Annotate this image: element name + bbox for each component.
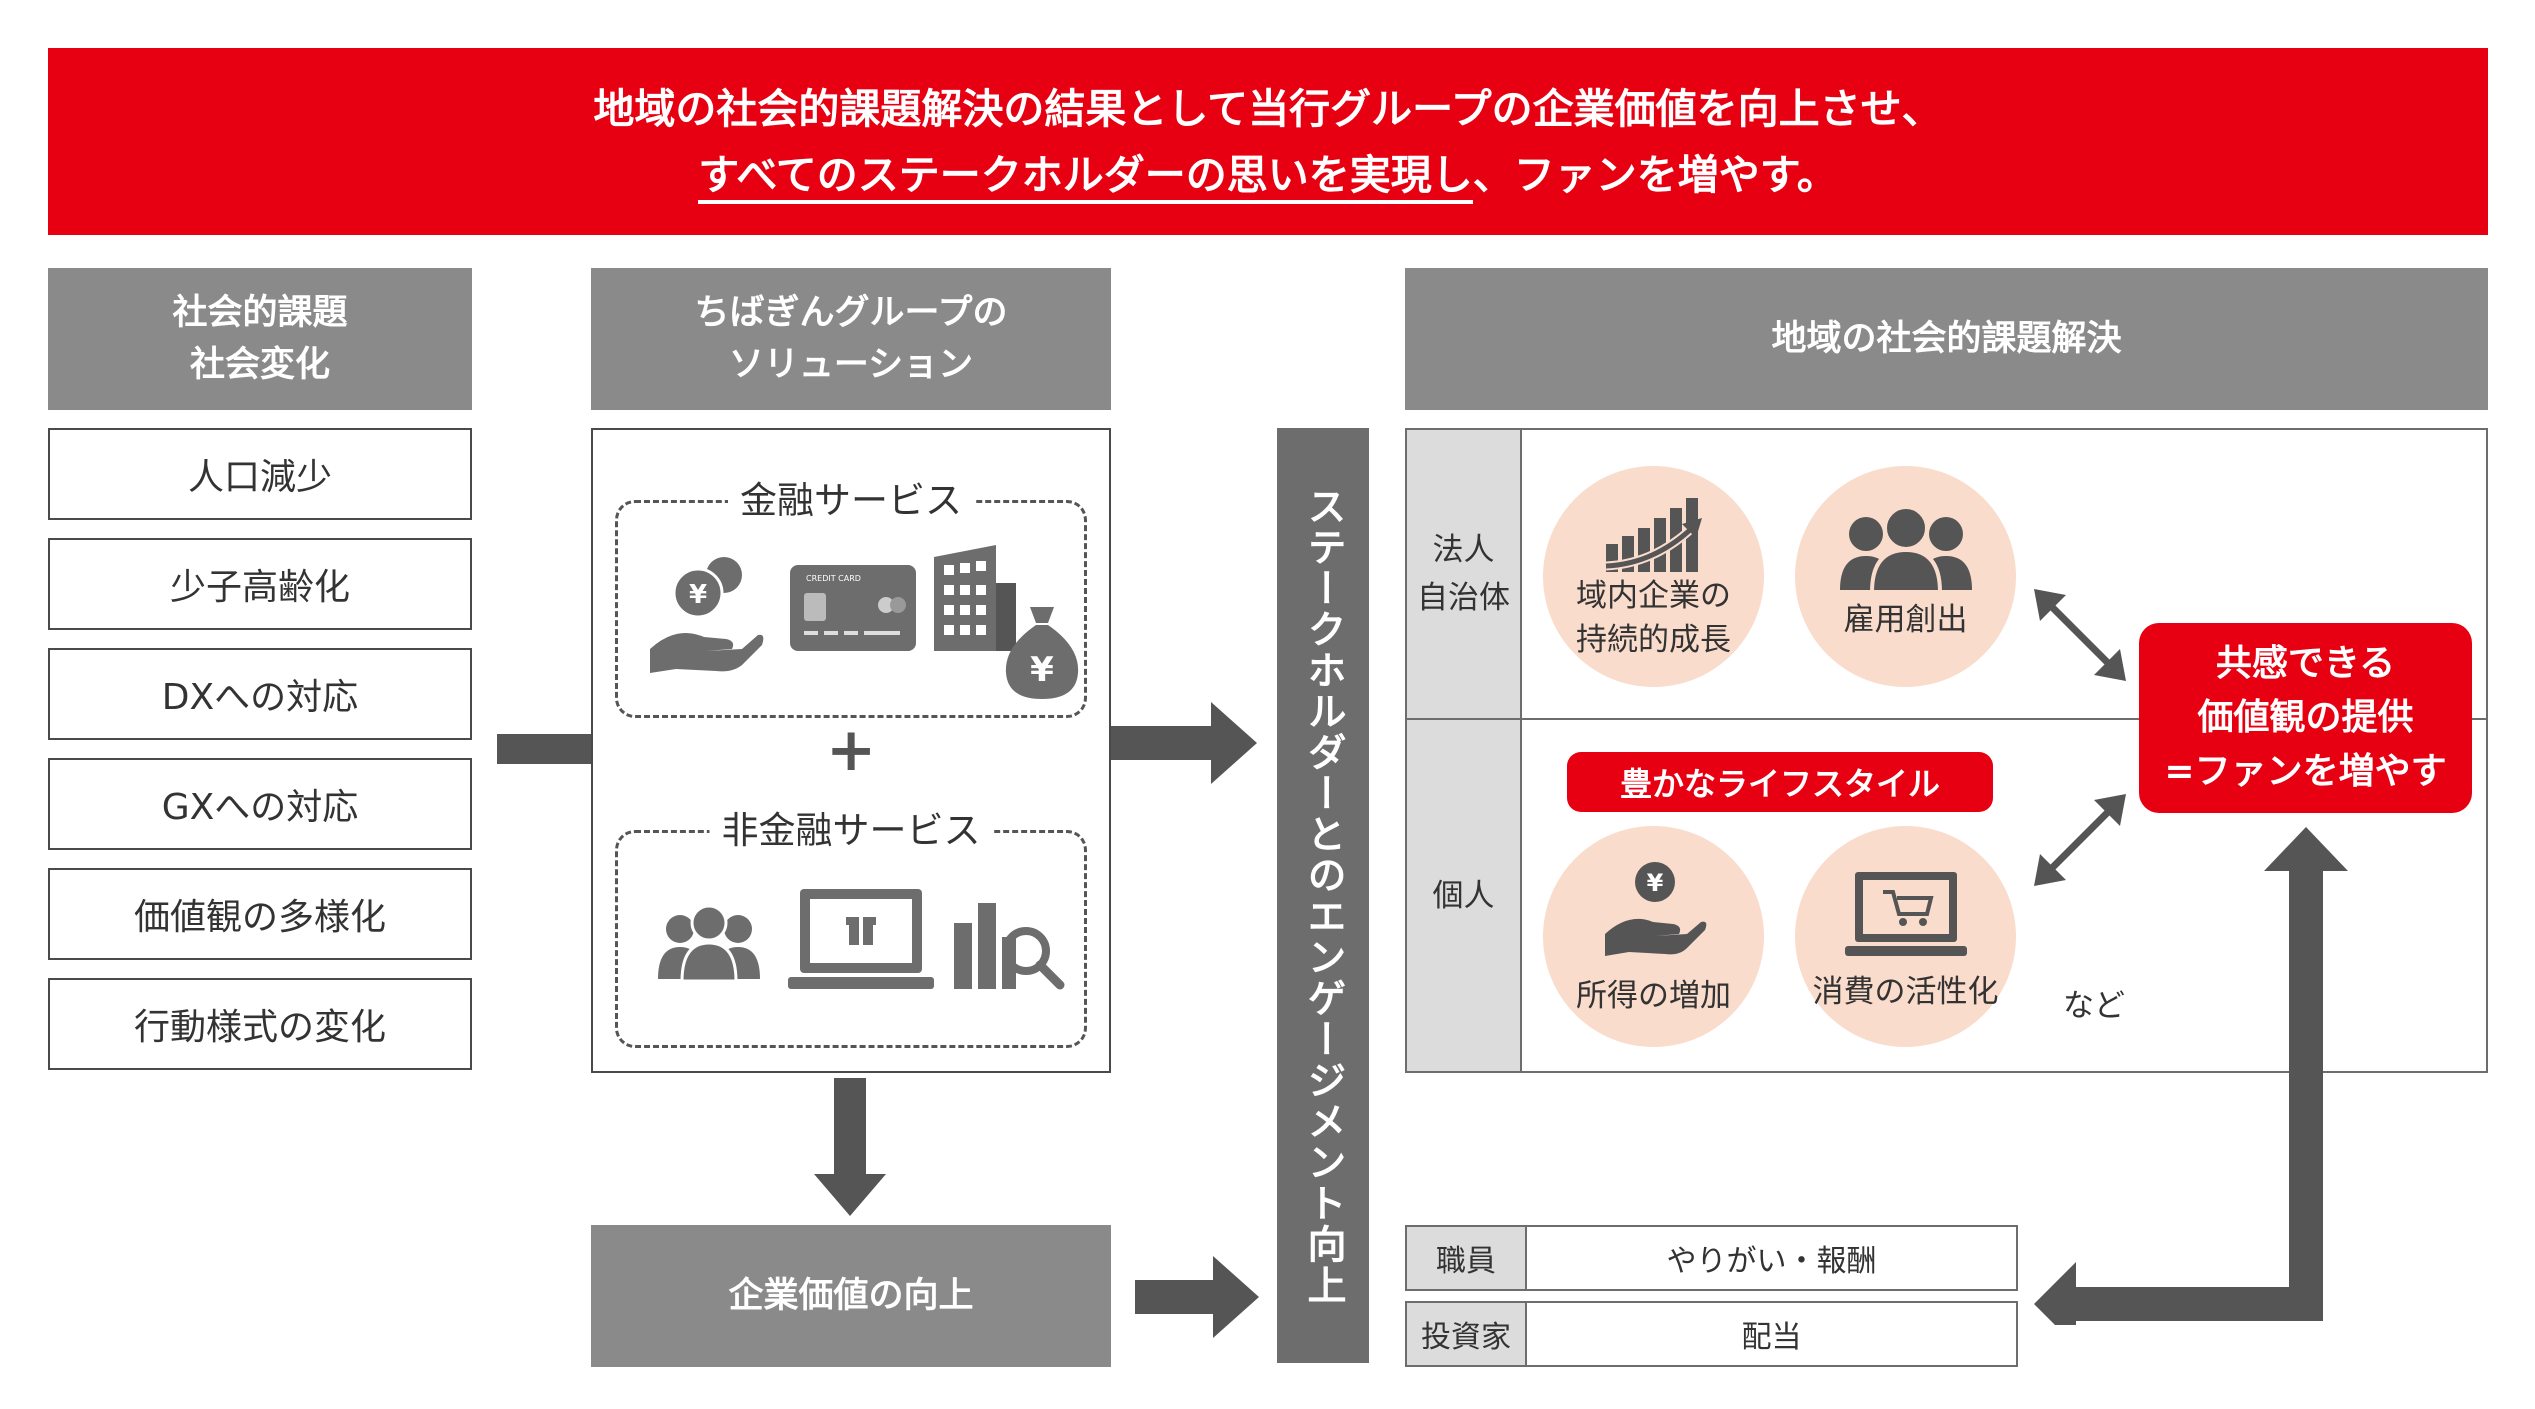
empathy-value-line-1: 共感できる xyxy=(2215,643,2396,684)
circle-job-creation: 雇用創出 xyxy=(1795,466,2016,687)
circle-income-increase-label: 所得の増加 xyxy=(1576,978,1731,1014)
solutions-box: 金融サービス ¥ CREDIT CARD xyxy=(591,428,1111,1073)
stakeholder-row-employees: 職員 やりがい・報酬 xyxy=(1405,1225,2018,1291)
etc-label: など xyxy=(2063,988,2125,1024)
yen-symbol: ¥ xyxy=(689,580,707,610)
stakeholder-label: 職員 xyxy=(1407,1227,1527,1289)
empathy-value-line-3: =ファンを増やす xyxy=(2164,751,2447,792)
row-divider xyxy=(1407,718,2486,720)
social-issues-header: 社会的課題 社会変化 xyxy=(48,268,472,410)
banner-line-2: すべてのステークホルダーの思いを実現し、ファンを増やす。 xyxy=(698,142,1838,208)
social-issues-header-line-2: 社会変化 xyxy=(189,345,330,385)
hand-yen-icon: ¥ xyxy=(1604,862,1706,956)
banner-line-2-rest: 、ファンを増やす。 xyxy=(1472,150,1838,199)
regional-solution-header-label: 地域の社会的課題解決 xyxy=(1771,319,2122,359)
circle-job-creation-label: 雇用創出 xyxy=(1843,602,1968,638)
social-issues-header-line-1: 社会的課題 xyxy=(172,293,348,333)
stakeholder-engagement-bar: ステークホルダーとのエンゲージメント向上 xyxy=(1277,428,1369,1363)
banner-line-2-underlined: すべてのステークホルダーの思いを実現し xyxy=(698,150,1473,204)
corporate-value-up-box: 企業価値の向上 xyxy=(591,1225,1111,1367)
issue-item: GXへの対応 xyxy=(48,758,472,850)
issue-item: 行動様式の変化 xyxy=(48,978,472,1070)
row-label-corporate: 法人 自治体 xyxy=(1407,430,1522,718)
stakeholder-label: 投資家 xyxy=(1407,1303,1527,1365)
row-label-individual-text: 個人 xyxy=(1432,877,1495,914)
double-arrow-upper xyxy=(2034,589,2126,681)
return-arrow xyxy=(2034,827,2348,1325)
circle-sustainable-growth-line-2: 持続的成長 xyxy=(1576,622,1731,658)
regional-solution-header: 地域の社会的課題解決 xyxy=(1405,268,2488,410)
stakeholder-value: 配当 xyxy=(1741,1320,1802,1355)
stakeholder-value: やりがい・報酬 xyxy=(1666,1244,1877,1279)
empathy-value-box: 共感できる 価値観の提供 =ファンを増やす xyxy=(2139,623,2472,813)
stakeholder-row-investors: 投資家 配当 xyxy=(1405,1301,2018,1367)
circle-consumption-boost-label: 消費の活性化 xyxy=(1812,974,1999,1010)
circle-consumption-boost: 消費の活性化 xyxy=(1795,826,2016,1047)
arrow-value-to-engagement xyxy=(1135,1256,1259,1338)
issue-item: 人口減少 xyxy=(48,428,472,520)
banner-line-1: 地域の社会的課題解決の結果として当行グループの企業価値を向上させ、 xyxy=(593,84,1943,133)
financial-services-group: 金融サービス ¥ CREDIT CARD xyxy=(615,477,1087,718)
connector-bar xyxy=(497,734,591,764)
rich-lifestyle-badge: 豊かなライフスタイル xyxy=(1567,752,1993,812)
solutions-header-line-1: ちばぎんグループの xyxy=(694,293,1008,333)
hand-coin-icon: ¥ xyxy=(650,557,764,673)
money-bag-icon: ¥ xyxy=(1005,607,1079,699)
growth-chart-icon xyxy=(1605,498,1702,572)
chart-magnifier-icon xyxy=(954,903,1065,990)
solutions-header-line-2: ソリューション xyxy=(728,345,974,385)
solutions-header: ちばぎんグループの ソリューション xyxy=(591,268,1111,410)
issue-item: 少子高齢化 xyxy=(48,538,472,630)
top-banner: 地域の社会的課題解決の結果として当行グループの企業価値を向上させ、 すべてのステ… xyxy=(48,48,2488,235)
empathy-value-line-2: 価値観の提供 xyxy=(2197,697,2414,738)
laptop-cart-icon xyxy=(1844,872,1967,956)
circle-sustainable-growth-line-1: 域内企業の xyxy=(1576,578,1731,614)
nonfinancial-services-group: 非金融サービス xyxy=(615,807,1087,1048)
credit-card-icon: CREDIT CARD xyxy=(790,565,916,651)
arrow-down-to-value xyxy=(814,1078,886,1216)
building-icon xyxy=(934,545,1016,651)
circle-sustainable-growth: 域内企業の 持続的成長 xyxy=(1543,466,1764,687)
money-bag-yen: ¥ xyxy=(1030,650,1054,690)
people-icon xyxy=(1839,506,1972,592)
row-label-individual: 個人 xyxy=(1407,720,1522,1071)
circle-yen-symbol: ¥ xyxy=(1646,869,1663,897)
issue-item: 価値観の多様化 xyxy=(48,868,472,960)
credit-card-text: CREDIT CARD xyxy=(806,574,861,583)
corporate-value-up-label: 企業価値の向上 xyxy=(728,1276,974,1316)
circle-income-increase: ¥ 所得の増加 xyxy=(1543,826,1764,1047)
financial-services-label: 金融サービス xyxy=(728,477,974,525)
double-arrow-lower xyxy=(2034,794,2126,886)
issue-item: DXへの対応 xyxy=(48,648,472,740)
row-label-corporate-b: 自治体 xyxy=(1417,580,1510,616)
plus-sign: + xyxy=(826,715,877,785)
nonfinancial-services-label: 非金融サービス xyxy=(709,807,993,855)
row-label-corporate-a: 法人 xyxy=(1432,532,1495,568)
arrow-solutions-to-engagement xyxy=(1111,702,1257,784)
laptop-gift-icon xyxy=(788,889,934,989)
people-group-icon xyxy=(658,904,760,983)
